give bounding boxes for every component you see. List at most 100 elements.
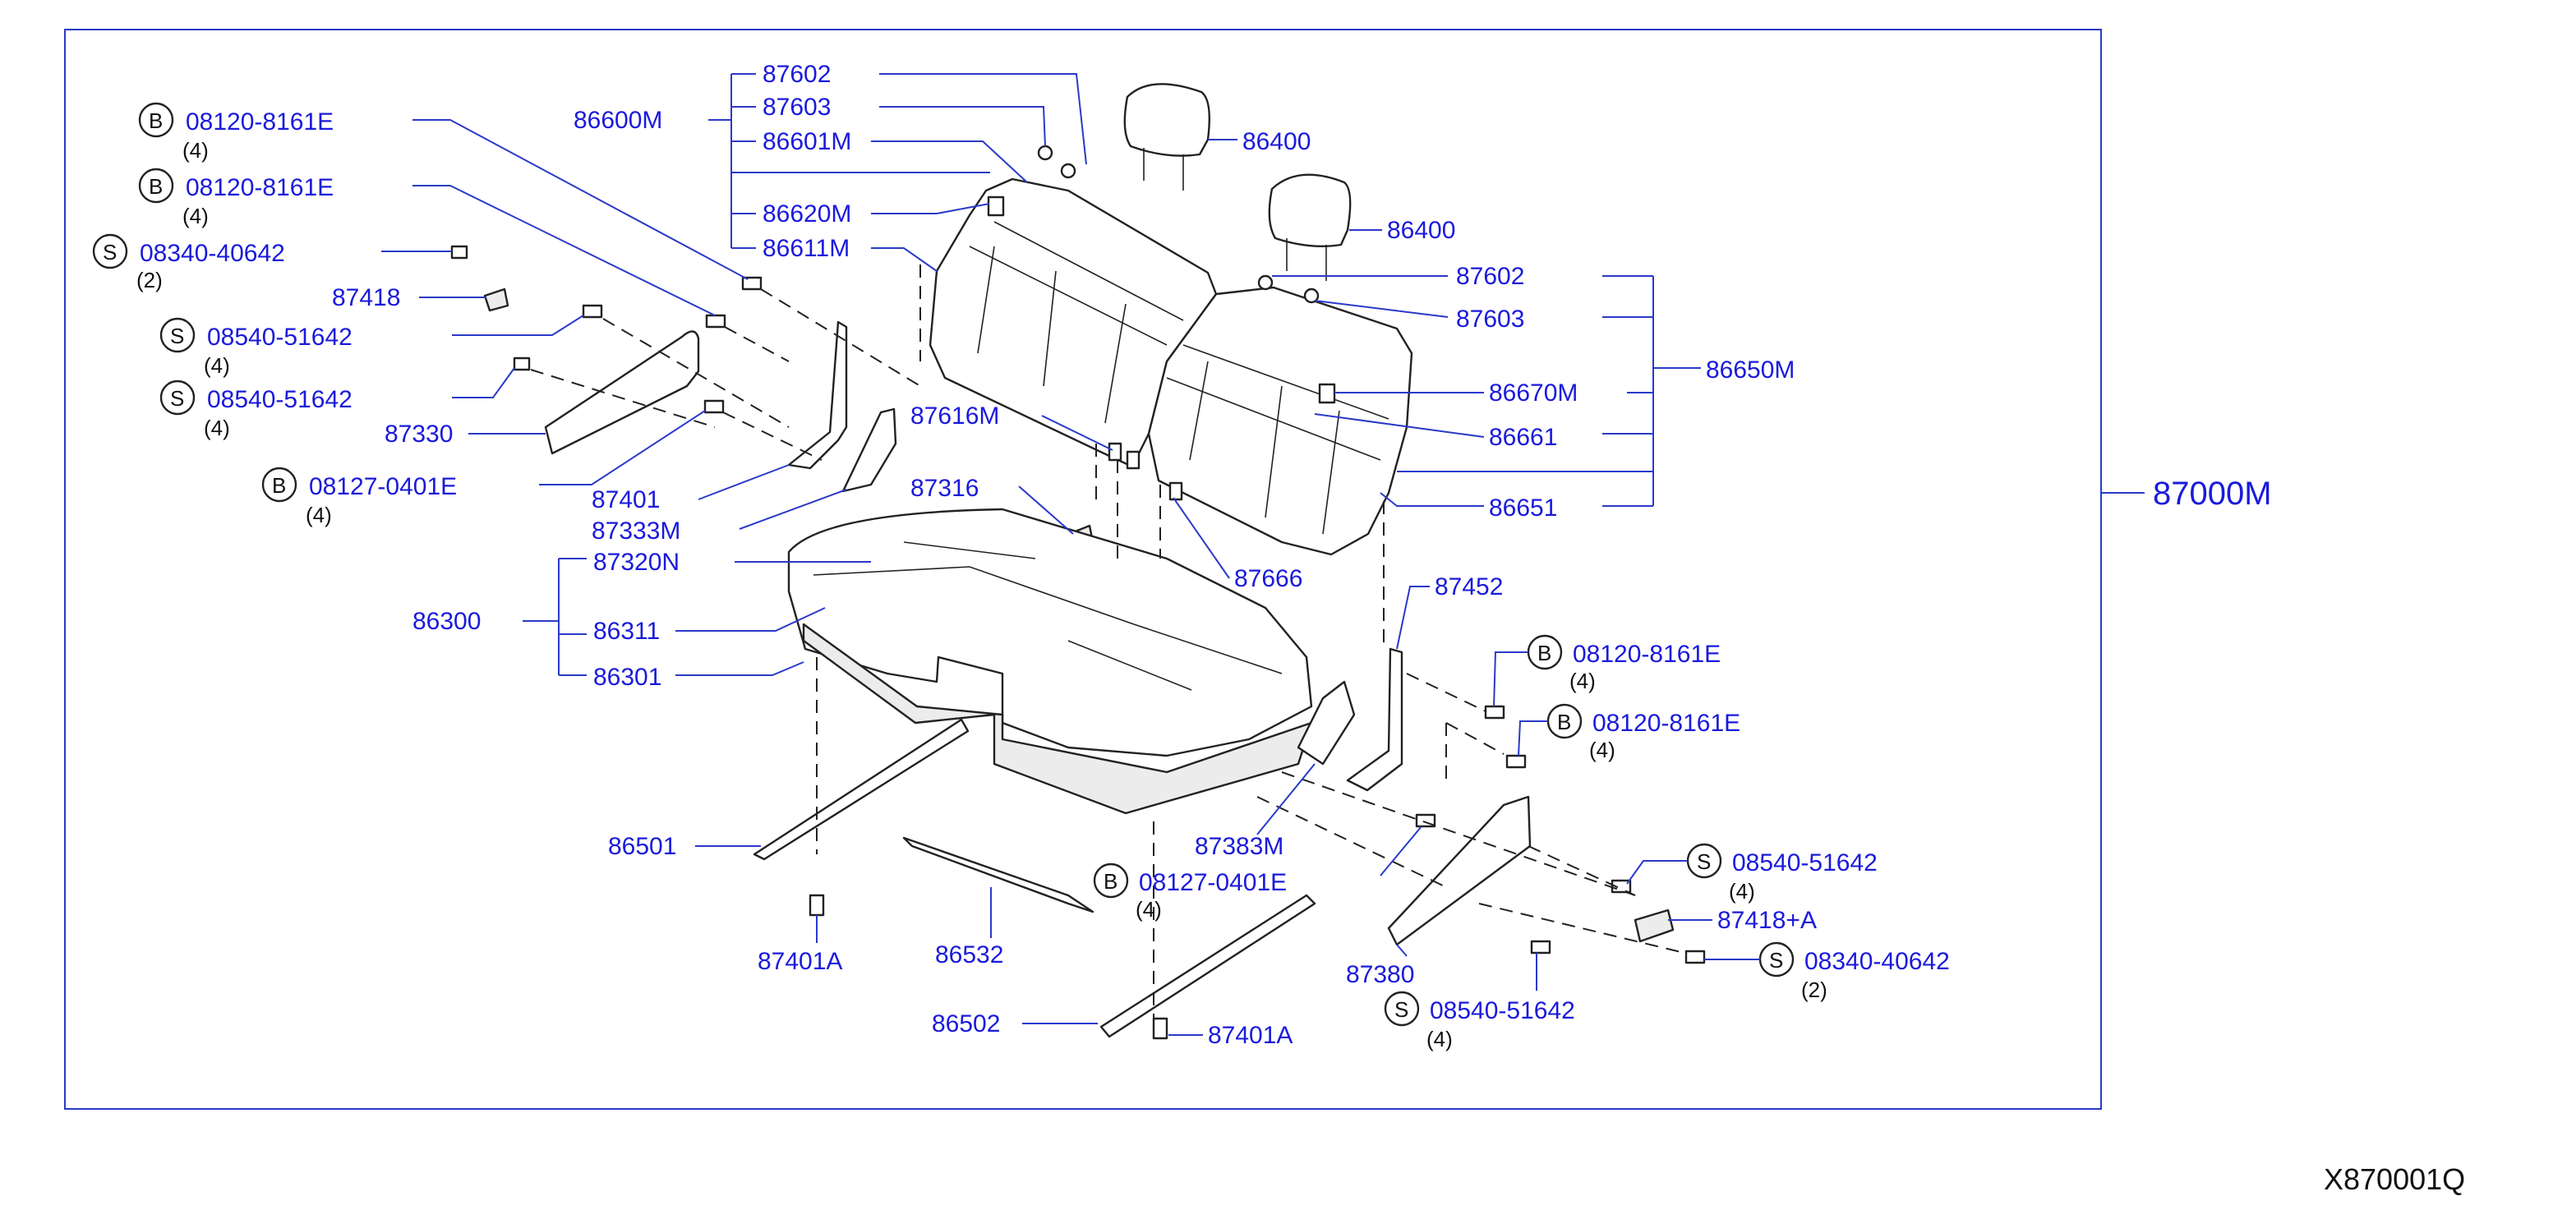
fastener-callout[interactable]: B 08127-0401E (4) (1093, 862, 1287, 922)
bolt-icon (705, 314, 726, 329)
part-callout[interactable]: 87401A (758, 915, 842, 975)
part-callout[interactable]: 86532 (935, 887, 1003, 968)
svg-text:08127-0401E: 08127-0401E (309, 473, 457, 500)
part-callout[interactable]: 86620M (763, 200, 990, 228)
bolt-icon (513, 356, 531, 371)
part-callout[interactable]: 87418 (332, 284, 486, 311)
right-headrest[interactable] (1268, 173, 1352, 247)
bolt-icon (1530, 940, 1551, 954)
part-callout[interactable]: 87320N (593, 549, 871, 576)
svg-text:08120-8161E: 08120-8161E (1573, 641, 1721, 668)
part-callout[interactable]: 86301 (593, 661, 804, 691)
part-callout[interactable]: 87603 (763, 94, 1046, 147)
part-callout[interactable]: 87616M (910, 402, 1113, 451)
part-callout[interactable]: 86601M (763, 128, 1028, 183)
assembly-label[interactable]: 87000M (2153, 476, 2272, 512)
part-callout[interactable]: 87603 (1314, 300, 1524, 333)
part-callout[interactable]: 86600M (574, 73, 756, 249)
svg-text:87401A: 87401A (1208, 1022, 1293, 1049)
svg-text:87333M: 87333M (592, 518, 680, 545)
svg-text:(4): (4) (1589, 738, 1615, 762)
left-slide-rail[interactable] (753, 718, 970, 861)
svg-text:87452: 87452 (1435, 573, 1503, 600)
svg-text:87602: 87602 (763, 61, 831, 88)
part-callout[interactable]: 86502 (932, 1010, 1098, 1037)
part-callout[interactable]: 86650M (1602, 275, 1795, 507)
svg-text:S: S (103, 240, 117, 264)
fastener-callout[interactable]: B 08120-8161E (4) (1493, 634, 1721, 707)
part-callout[interactable]: 86651 (1380, 471, 1602, 522)
svg-text:08540-51642: 08540-51642 (207, 324, 353, 351)
svg-text:86532: 86532 (935, 941, 1003, 968)
part-callout[interactable]: 87333M (592, 489, 847, 545)
svg-text:S: S (170, 386, 184, 411)
diagram-frame (64, 29, 2102, 1110)
right-slide-rail[interactable] (1099, 894, 1316, 1038)
fastener-callout[interactable]: S 08340-40642 (2) (92, 233, 452, 292)
fastener-callout[interactable]: B 08127-0401E (4) (261, 410, 706, 527)
svg-text:87320N: 87320N (593, 549, 680, 576)
bolt-icon (1505, 754, 1527, 769)
part-callout[interactable]: 87418+A (1668, 907, 1817, 934)
svg-text:B: B (1537, 641, 1551, 665)
svg-text:(4): (4) (1426, 1027, 1453, 1051)
svg-text:87602: 87602 (1456, 263, 1524, 290)
part-callout[interactable]: 86400 (1208, 128, 1311, 155)
part-callout[interactable]: 87666 (1173, 497, 1302, 592)
fastener-callout[interactable]: B 08120-8161E (4) (138, 168, 716, 316)
svg-text:08120-8161E: 08120-8161E (186, 108, 334, 136)
part-callout[interactable]: 87330 (385, 421, 546, 448)
left-pivot-bracket[interactable] (787, 320, 848, 470)
seat-lock-handle[interactable] (902, 836, 1094, 913)
fastener-icons (450, 245, 1706, 1040)
fastener-callout[interactable]: S 08540-51642 (4) (159, 315, 584, 378)
part-callout[interactable]: 86661 (1314, 413, 1557, 451)
fastener-callout[interactable]: S 08540-51642 (4) (1384, 953, 1575, 1051)
part-callout[interactable]: 86400 (1349, 217, 1455, 244)
fastener-callout[interactable]: S 08540-51642 (4) (159, 367, 515, 440)
svg-text:87603: 87603 (763, 94, 831, 121)
right-pivot-bracket[interactable] (1346, 647, 1403, 792)
left-seatback[interactable] (929, 177, 1218, 468)
fastener-callout[interactable]: B 08120-8161E (4) (1518, 703, 1740, 762)
svg-text:87666: 87666 (1234, 565, 1302, 592)
svg-text:86502: 86502 (932, 1010, 1000, 1037)
svg-text:08540-51642: 08540-51642 (1430, 997, 1575, 1024)
part-callout[interactable]: 87316 (910, 475, 1074, 535)
svg-text:86400: 86400 (1387, 217, 1455, 244)
part-callout[interactable]: 86611M (763, 235, 938, 272)
left-cover-trim[interactable] (841, 407, 897, 493)
bolt-icon (703, 399, 725, 414)
part-callout[interactable]: 87401A (1168, 1022, 1293, 1049)
part-callout[interactable]: 87452 (1396, 573, 1503, 650)
svg-text:86661: 86661 (1489, 424, 1557, 451)
svg-text:S: S (1394, 997, 1408, 1022)
fastener-callout[interactable]: S 08540-51642 (4) (1626, 843, 1878, 904)
fastener-callout[interactable]: B 08120-8161E (4) (138, 102, 749, 280)
part-callout[interactable]: 86501 (608, 833, 761, 860)
left-headrest[interactable] (1123, 83, 1210, 157)
seat-drawing (483, 83, 1675, 1038)
bolt-icon (1152, 1017, 1168, 1040)
svg-text:08540-51642: 08540-51642 (207, 386, 353, 413)
svg-text:86311: 86311 (593, 618, 660, 645)
part-callout[interactable]: 86300 (412, 558, 587, 676)
part-callout[interactable]: 87383M (1195, 763, 1316, 860)
part-callout[interactable]: 87401 (592, 464, 790, 513)
svg-text:87383M: 87383M (1195, 833, 1283, 860)
svg-text:(4): (4) (204, 416, 230, 440)
part-callout[interactable]: 86670M (1334, 380, 1578, 407)
part-callout[interactable]: 87380 (1346, 944, 1414, 988)
right-hinge-cover[interactable] (1297, 680, 1356, 766)
svg-text:(4): (4) (182, 204, 209, 228)
svg-text:(4): (4) (1729, 879, 1755, 904)
part-callout[interactable]: 87602 (1272, 263, 1524, 290)
part-callout[interactable]: 86311 (593, 607, 826, 645)
seat-cushion[interactable] (787, 508, 1313, 757)
part-callout[interactable]: 87602 (763, 61, 1087, 165)
fastener-callout[interactable]: S 08340-40642 (2) (1704, 941, 1950, 1002)
right-hinge-plate[interactable] (1387, 795, 1532, 946)
left-hinge-plate[interactable] (544, 330, 700, 455)
assembly-dashes (530, 264, 1685, 1019)
svg-text:87330: 87330 (385, 421, 453, 448)
